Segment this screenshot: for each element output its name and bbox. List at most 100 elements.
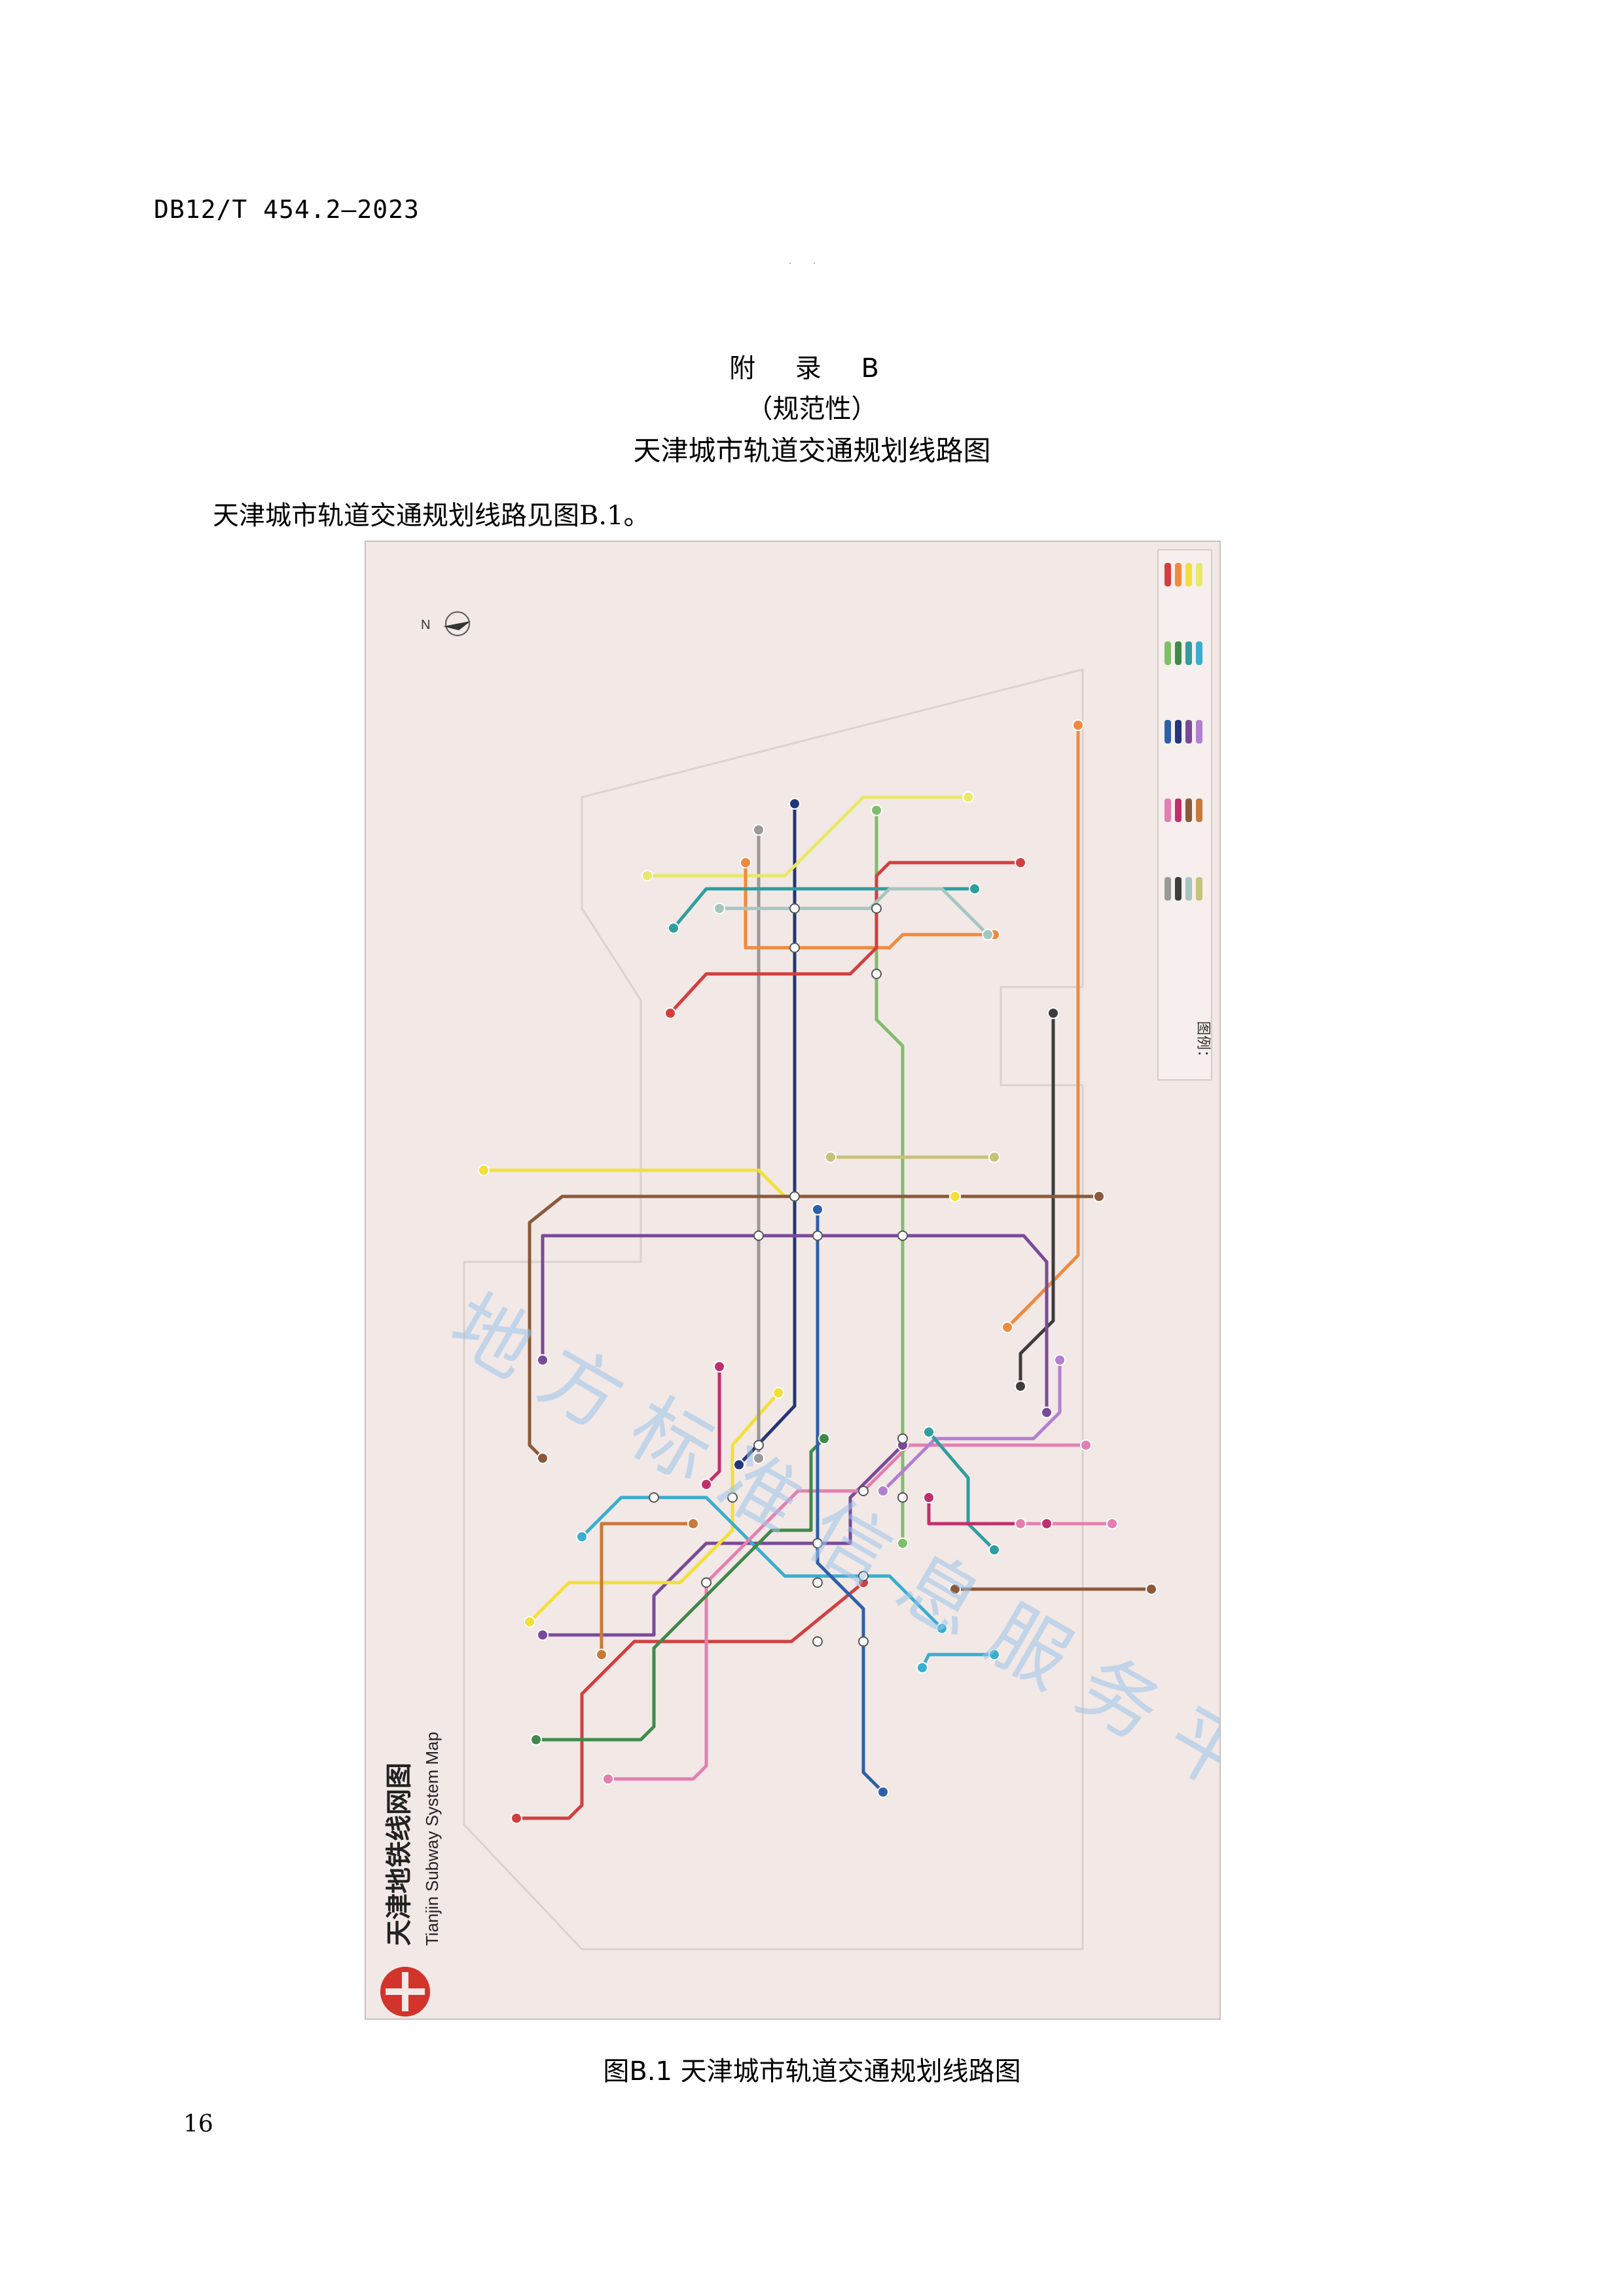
terminal-station: [1072, 719, 1084, 731]
legend-swatch: [1196, 720, 1202, 744]
legend-swatch: [1185, 720, 1192, 744]
transit-line-26: [927, 1498, 1047, 1526]
terminal-station: [1015, 1380, 1026, 1392]
intro-paragraph: 天津城市轨道交通规划线路见图B.1。: [213, 501, 650, 531]
terminal-station: [988, 1544, 1000, 1556]
interchange-station: [789, 903, 800, 914]
terminal-station: [877, 1786, 889, 1798]
terminal-station: [511, 1812, 522, 1824]
terminal-station: [700, 1479, 712, 1490]
transit-lines: [484, 725, 1151, 1820]
terminal-station: [602, 1773, 614, 1785]
terminal-station: [733, 1459, 745, 1471]
map-legend: 图例：: [1157, 549, 1212, 1081]
terminal-station: [962, 791, 974, 803]
terminal-station: [969, 883, 981, 895]
transit-line-5: [528, 1391, 780, 1623]
legend-swatch: [1175, 720, 1182, 744]
terminal-station: [530, 1734, 542, 1746]
terminal-station: [537, 1354, 549, 1366]
transit-line-17: [672, 887, 975, 929]
transit-line-4: [543, 1444, 904, 1637]
terminal-station: [753, 1452, 765, 1464]
transit-line-13: [882, 1360, 1062, 1492]
map-title-en: Tianjin Subway System Map: [422, 1732, 442, 1946]
interchange-station: [858, 1486, 869, 1496]
terminal-station: [1015, 857, 1026, 869]
terminal-station: [923, 1492, 935, 1503]
terminal-station: [818, 1433, 830, 1444]
transit-line-21: [484, 1168, 955, 1198]
interchange-station: [753, 1440, 764, 1450]
terminal-station: [789, 798, 801, 810]
terminal-station: [897, 1537, 909, 1549]
terminal-station: [1093, 1191, 1105, 1202]
terminal-station: [753, 824, 765, 836]
legend-swatch: [1196, 798, 1202, 822]
interchange-station: [897, 1230, 908, 1241]
terminal-station: [936, 1623, 948, 1634]
annex-title: 附 录 B: [729, 353, 895, 384]
terminal-station: [949, 1191, 961, 1202]
terminal-station: [988, 1649, 1000, 1660]
interchange-station: [789, 1191, 800, 1202]
transit-line-20: [600, 1522, 693, 1655]
transit-line-15: [744, 863, 994, 950]
legend-swatch: [1164, 877, 1171, 901]
terminal-station: [664, 1007, 676, 1019]
terminal-station: [740, 857, 751, 869]
interchange-station: [812, 1538, 823, 1549]
terminal-station: [641, 870, 653, 882]
legend-swatch: [1175, 798, 1182, 822]
legend-swatch: [1185, 798, 1192, 822]
terminal-station: [923, 1426, 935, 1438]
page-marks: · ·: [789, 259, 825, 269]
legend-swatch: [1175, 641, 1182, 665]
transit-line-23: [541, 1234, 1049, 1412]
transit-line-14: [647, 795, 968, 878]
terminal-station: [825, 1151, 837, 1163]
interchange-station: [812, 1577, 823, 1588]
transit-line-19: [705, 1367, 721, 1486]
map-title-block: 天津地铁线网图 Tianjin Subway System Map: [380, 1732, 442, 2017]
legend-swatch: [1164, 641, 1171, 665]
terminal-station: [1001, 1321, 1013, 1333]
planning-boundary: [463, 668, 1084, 1950]
terminal-station: [1047, 1007, 1059, 1019]
interchange-station: [812, 1636, 823, 1647]
terminal-station: [687, 1518, 699, 1530]
transit-line-18: [719, 887, 989, 936]
annex-type: （规范性）: [746, 394, 878, 424]
terminal-station: [772, 1387, 784, 1399]
legend-swatch: [1164, 720, 1171, 744]
page-number: 16: [183, 2111, 213, 2138]
terminal-station: [576, 1531, 588, 1543]
subway-map-figure: N 图例： 天津地铁线网图 Tianjin Subway System Map …: [365, 541, 1221, 2020]
transit-line-8: [536, 1437, 825, 1742]
terminal-station: [668, 922, 679, 934]
interchange-station: [897, 1492, 908, 1503]
interchange-station: [897, 1433, 908, 1444]
transit-line-11: [875, 810, 905, 1543]
transit-line-16: [669, 861, 1020, 1014]
terminal-station: [916, 1662, 928, 1674]
terminal-station: [537, 1452, 549, 1464]
legend-swatch: [1196, 641, 1202, 665]
legend-swatch: [1185, 641, 1192, 665]
transit-line-10: [738, 804, 797, 1466]
terminal-station: [988, 1151, 1000, 1163]
legend-swatch: [1185, 877, 1192, 901]
terminal-station: [982, 929, 994, 941]
transit-line-24: [528, 1194, 1099, 1460]
legend-swatch: [1164, 798, 1171, 822]
interchange-station: [858, 1571, 869, 1581]
north-label: N: [421, 618, 430, 632]
legend-swatch: [1175, 563, 1182, 586]
legend-swatches: [1164, 563, 1202, 901]
transit-line-2: [1019, 1013, 1055, 1386]
transit-line-25: [928, 1431, 996, 1551]
transit-line-9: [816, 1210, 884, 1793]
legend-swatch: [1196, 563, 1202, 586]
terminal-station: [713, 1361, 725, 1372]
interchange-station: [871, 969, 882, 979]
